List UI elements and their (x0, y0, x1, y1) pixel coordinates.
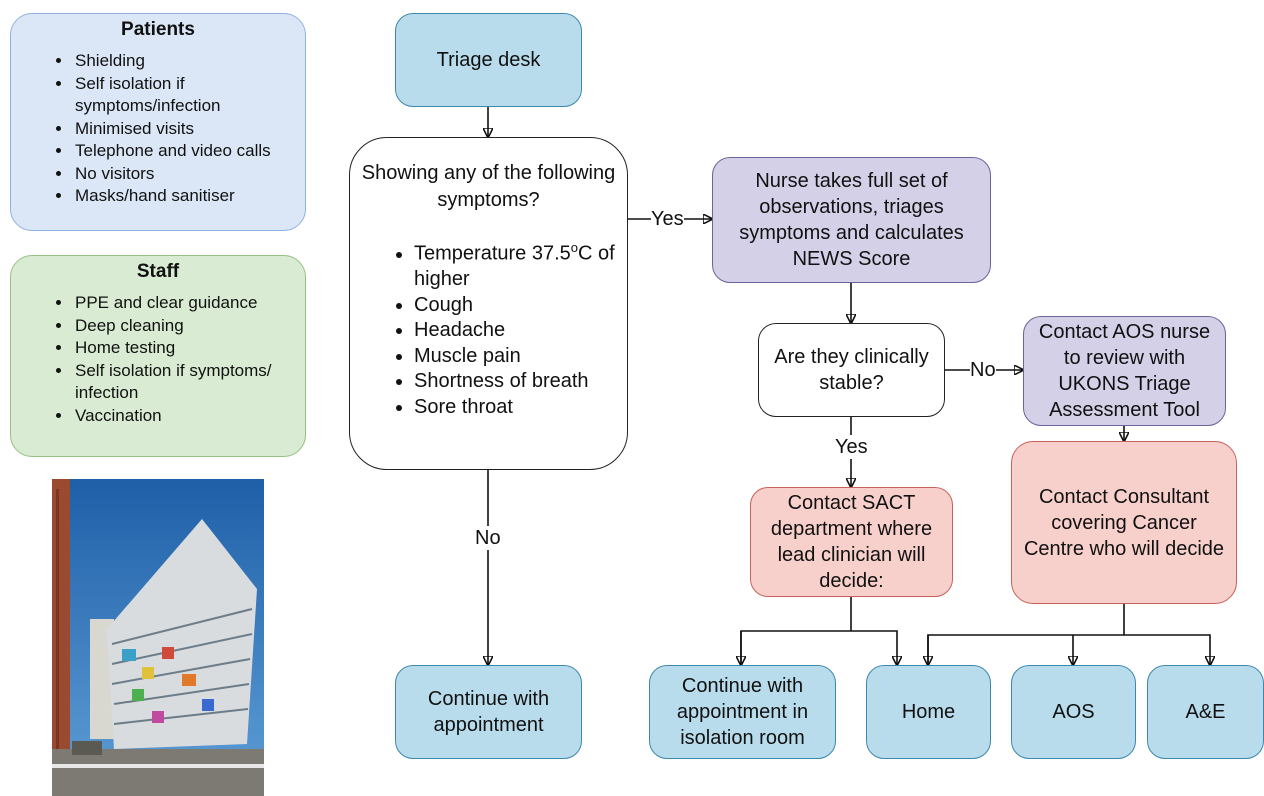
symptoms-list: Temperature 37.5oC of higher Cough Heada… (386, 235, 627, 420)
list-item: Muscle pain (414, 344, 627, 370)
list-item: Sore throat (414, 395, 627, 421)
continue-appointment-node: Continue with appointment (395, 665, 582, 759)
no-label-stable: No (970, 358, 996, 382)
staff-title: Staff (136, 261, 180, 282)
staff-list: PPE and clear guidance Deep cleaning Hom… (21, 292, 295, 427)
arrow-sact-to-outcomes (740, 597, 897, 665)
symptoms-question: Showing any of the following symptoms? (361, 162, 616, 211)
contact-consultant-node: Contact Consultant covering Cancer Centr… (1011, 441, 1237, 604)
continue-isolation-label: Continue with appointment in isolation r… (676, 675, 809, 749)
temperature-suffix: C of higher (414, 242, 615, 291)
list-item: Vaccination (73, 405, 295, 428)
clinically-stable-node: Are they clinically stable? (758, 323, 945, 417)
nurse-observations-node: Nurse takes full set of observations, tr… (712, 157, 991, 283)
symptoms-question-node: Showing any of the following symptoms? T… (349, 137, 628, 470)
contact-sact-label: Contact SACT department where lead clini… (770, 492, 933, 592)
list-item: Deep cleaning (73, 315, 295, 338)
yes-label-symptoms: Yes (651, 207, 684, 231)
aos-label: AOS (1052, 701, 1095, 723)
aos-node: AOS (1011, 665, 1136, 759)
patients-list: Shielding Self isolation if symptoms/inf… (21, 50, 295, 208)
list-item: Telephone and video calls (73, 140, 295, 163)
no-label-symptoms: No (475, 526, 501, 550)
yes-label-stable: Yes (835, 435, 868, 459)
list-item: Headache (414, 318, 627, 344)
nurse-observations-label: Nurse takes full set of observations, tr… (739, 170, 964, 270)
list-item: No visitors (73, 163, 295, 186)
list-item: Self isolation if symptoms/ infection (73, 360, 295, 405)
list-item: Self isolation if symptoms/infection (73, 73, 295, 118)
contact-aos-nurse-node: Contact AOS nurse to review with UKONS T… (1023, 316, 1226, 426)
patients-panel: Patients Shielding Self isolation if sym… (10, 13, 306, 231)
home-node: Home (866, 665, 991, 759)
continue-isolation-node: Continue with appointment in isolation r… (649, 665, 836, 759)
list-item: Shielding (73, 50, 295, 73)
contact-aos-nurse-label: Contact AOS nurse to review with UKONS T… (1038, 321, 1211, 421)
building-photo (52, 479, 264, 796)
temperature-degree: o (570, 240, 578, 255)
continue-appointment-label: Continue with appointment (427, 688, 550, 736)
staff-panel: Staff PPE and clear guidance Deep cleani… (10, 255, 306, 457)
list-item: PPE and clear guidance (73, 292, 295, 315)
temperature-prefix: Temperature 37.5 (414, 242, 571, 265)
triage-desk-node: Triage desk (395, 13, 582, 107)
contact-consultant-label: Contact Consultant covering Cancer Centr… (1023, 485, 1225, 560)
patients-title: Patients (121, 19, 195, 40)
contact-sact-node: Contact SACT department where lead clini… (750, 487, 953, 597)
home-label: Home (901, 701, 956, 723)
list-item: Cough (414, 293, 627, 319)
arrow-consultant-to-outcomes (927, 604, 1210, 665)
ae-label: A&E (1185, 701, 1226, 723)
list-item: Temperature 37.5oC of higher (414, 235, 627, 293)
ae-node: A&E (1147, 665, 1264, 759)
list-item: Minimised visits (73, 118, 295, 141)
list-item: Shortness of breath (414, 369, 627, 395)
triage-desk-label: Triage desk (436, 49, 541, 71)
list-item: Masks/hand sanitiser (73, 185, 295, 208)
list-item: Home testing (73, 337, 295, 360)
clinically-stable-label: Are they clinically stable? (774, 346, 929, 394)
